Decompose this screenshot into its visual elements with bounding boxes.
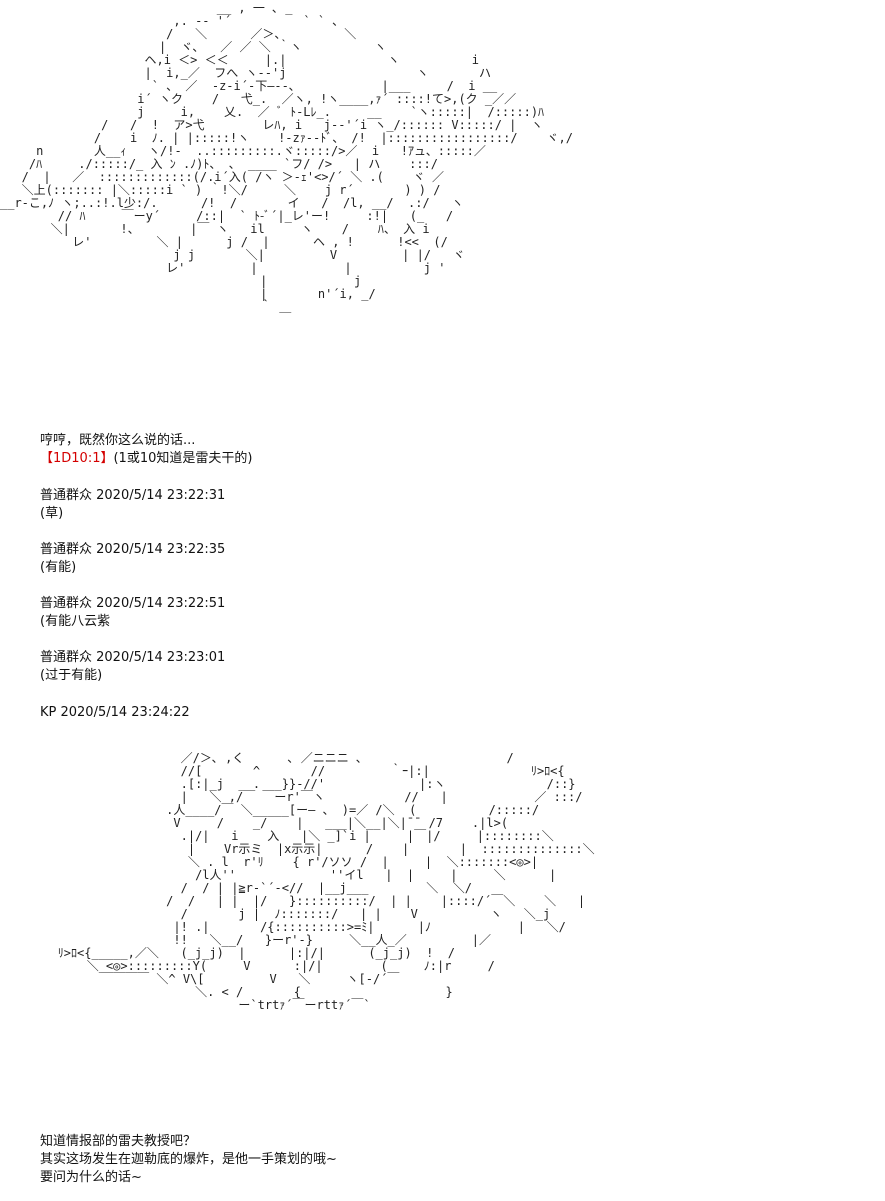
comment-header: 普通群众 2020/5/14 23:22:31 [40,488,226,503]
comment-text: (过于有能) [40,668,103,683]
dice-roll-line: 【1D10:1】(1或10知道是雷夫干的) [40,450,252,468]
comment-text: (有能八云紫 [40,614,111,629]
closing-line: 其实这场发生在迦勒底的爆炸，是他一手策划的哦~ [40,1152,337,1167]
comment-text: (有能) [40,560,77,575]
closing-line: 知道情报部的雷夫教授吧？ [40,1134,197,1149]
dice-note: (1或10知道是雷夫干的) [113,451,253,466]
dice-result: 【1D10:1】 [40,451,114,466]
comment-header: 普通群众 2020/5/14 23:22:51 [40,596,226,611]
comment-text: (草) [40,506,64,521]
ascii-art-top: __ , 一 ､ _ ,. -‐ '´ ` ` ､ / ＼ ／＞、 ＼ | ヾ､… [0,2,573,314]
comment-header: 普通群众 2020/5/14 23:23:01 [40,650,226,665]
comment-header: 普通群众 2020/5/14 23:22:35 [40,542,226,557]
closing-line: 要问为什么的话~ [40,1170,142,1185]
ascii-art-bottom: ／/＞､ ,く￣￣￣ ､ ／ニニニ ､ / //[ ^ // ｀ｰ|:| ﾘ>ﾛ… [57,752,595,1012]
narration-line: 哼哼，既然你这么说的话... [40,433,196,448]
kp-header: KP 2020/5/14 23:24:22 [40,705,190,720]
